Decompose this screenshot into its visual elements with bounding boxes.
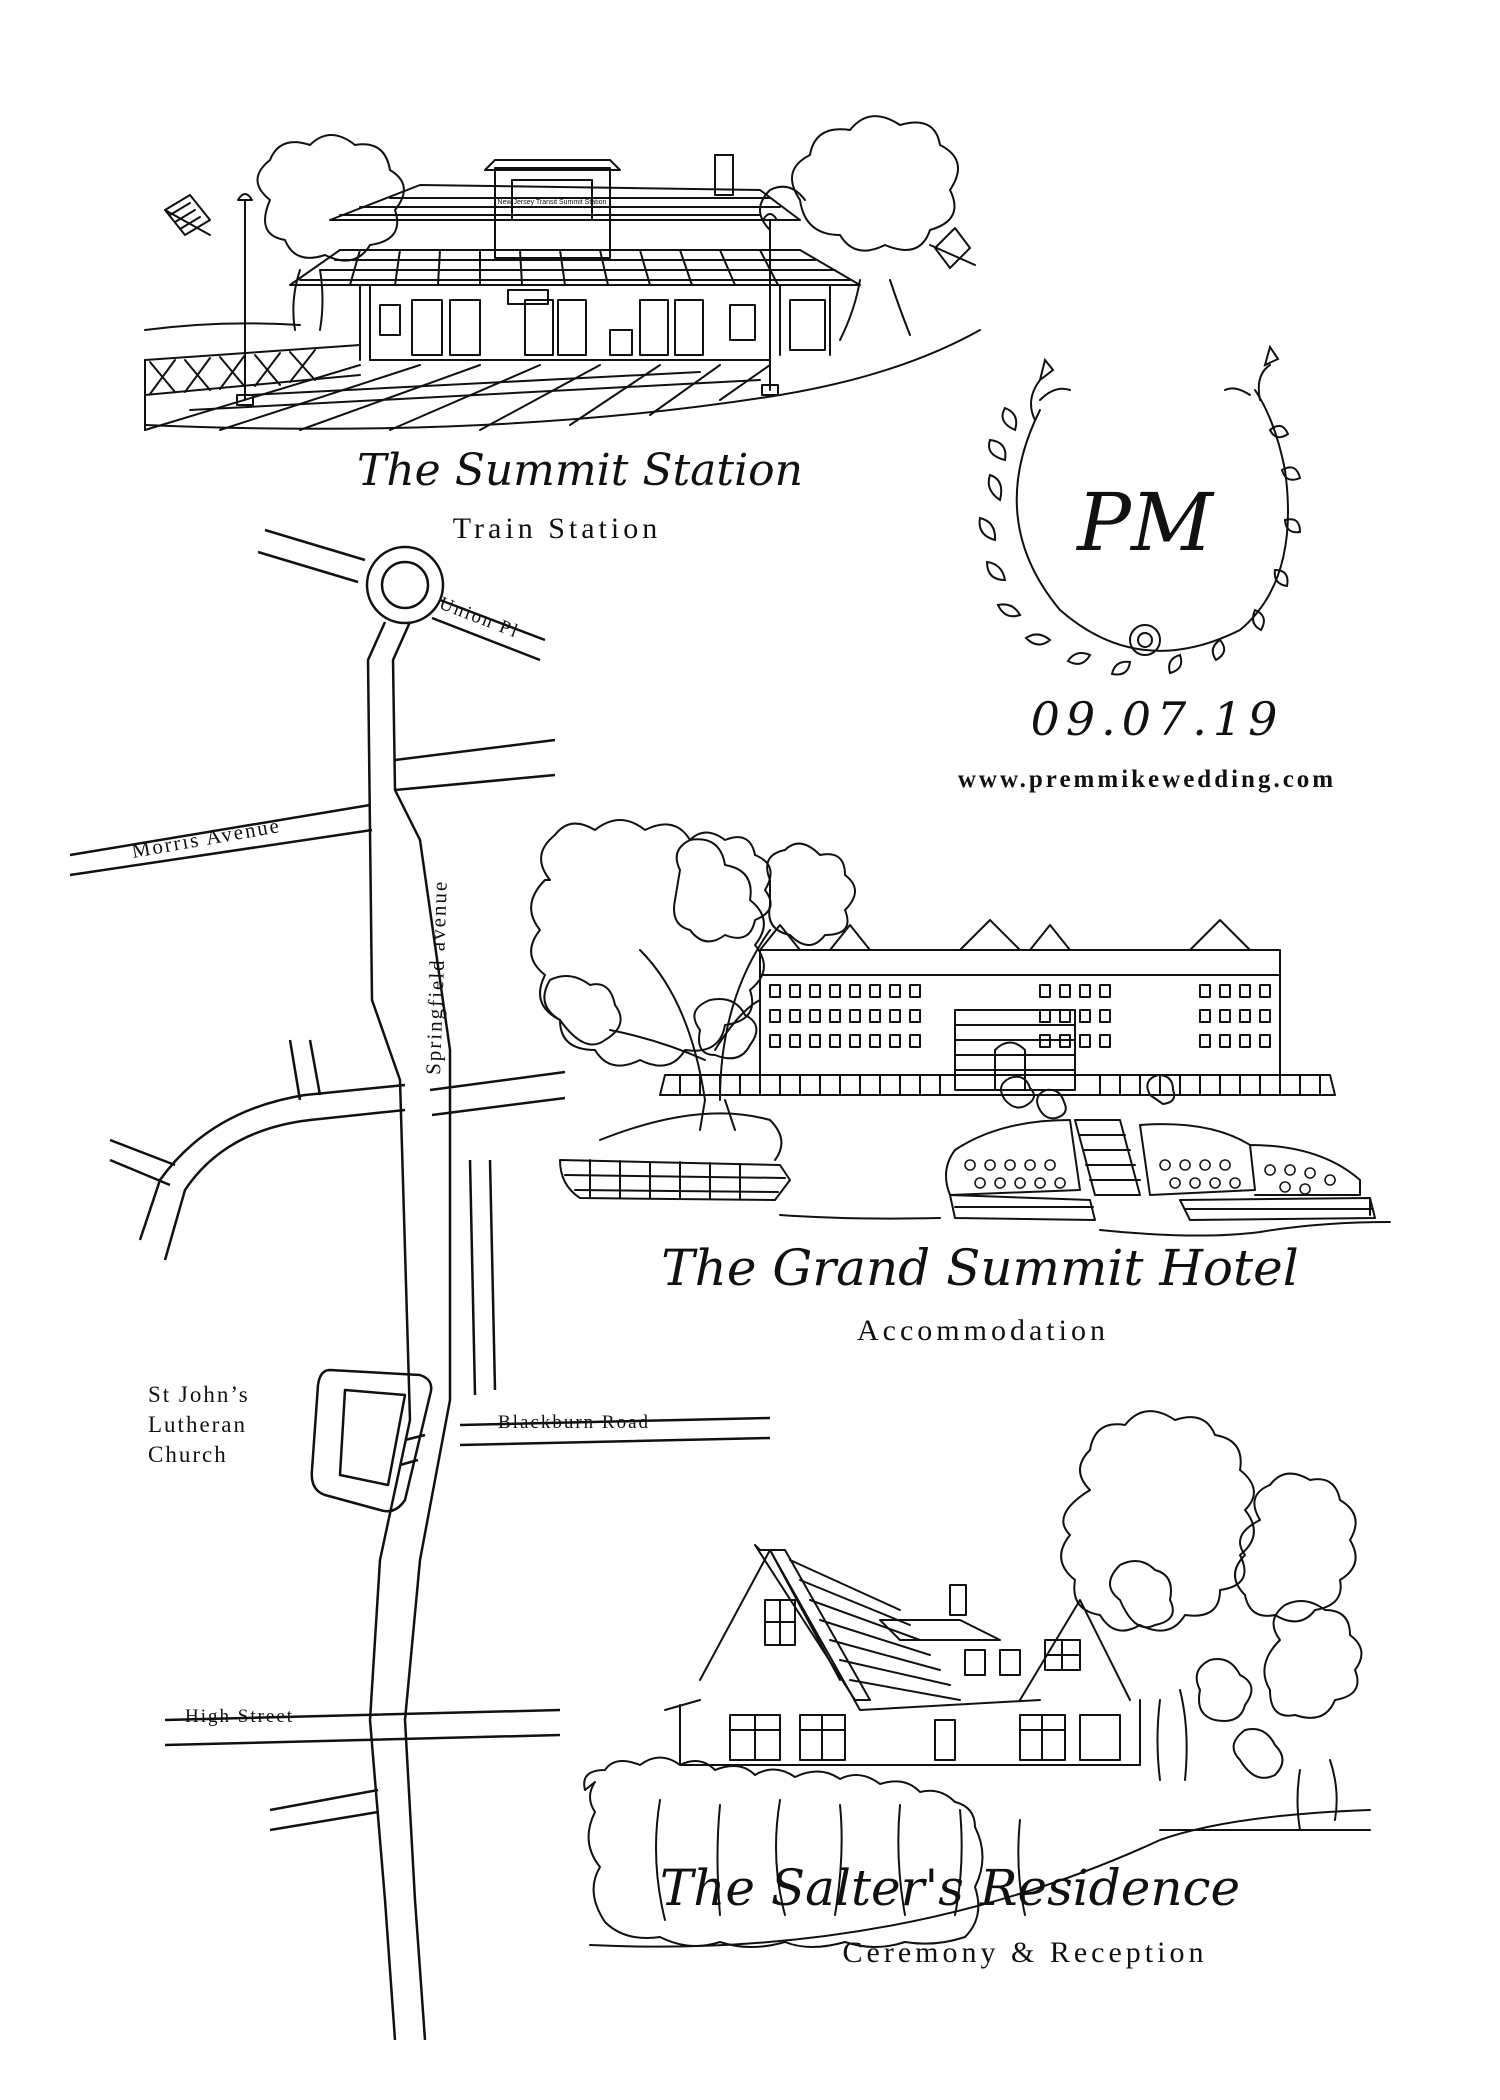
road-middle-left [138, 1083, 406, 1261]
residence-illustration [583, 1410, 1371, 1948]
station-sign-text: New Jersey Transit Summit Station [498, 199, 607, 206]
station-title: The Summit Station [357, 445, 803, 496]
residence-subtitle: Ceremony & Reception [843, 1936, 1208, 1969]
wedding-website: www.premmikewedding.com [958, 766, 1336, 793]
road-springfield-left [366, 621, 412, 2041]
hotel-subtitle: Accommodation [857, 1314, 1109, 1347]
landmark-church-line2: Lutheran [148, 1412, 247, 1437]
road-union-pl-lower [257, 550, 359, 584]
label-springfield-avenue: Springfield avenue [421, 879, 452, 1075]
church-loop [310, 1368, 433, 1513]
station-subtitle: Train Station [453, 512, 661, 545]
monogram-wreath [978, 344, 1302, 676]
hotel-title: The Grand Summit Hotel [661, 1239, 1298, 1297]
road-blackburn [459, 1416, 771, 1447]
hotel-illustration [530, 819, 1391, 1237]
label-blackburn-road: Blackburn Road [498, 1412, 650, 1433]
landmark-church-line1: St John’s [148, 1382, 250, 1407]
landmark-church-line3: Church [148, 1442, 228, 1467]
road-middle-right [429, 1070, 566, 1117]
roundabout [365, 545, 445, 625]
road-morris [69, 803, 373, 877]
station-illustration [144, 115, 981, 431]
monogram-initials: PM [1075, 476, 1215, 569]
road-springfield-right [391, 621, 452, 2041]
label-high-street: High Street [185, 1706, 294, 1727]
street-map [69, 528, 771, 2041]
wedding-date: 09.07.19 [1031, 692, 1284, 746]
road-high [164, 1708, 561, 1747]
residence-title: The Salter's Residence [660, 1859, 1240, 1917]
road-union-pl-upper [264, 528, 366, 562]
